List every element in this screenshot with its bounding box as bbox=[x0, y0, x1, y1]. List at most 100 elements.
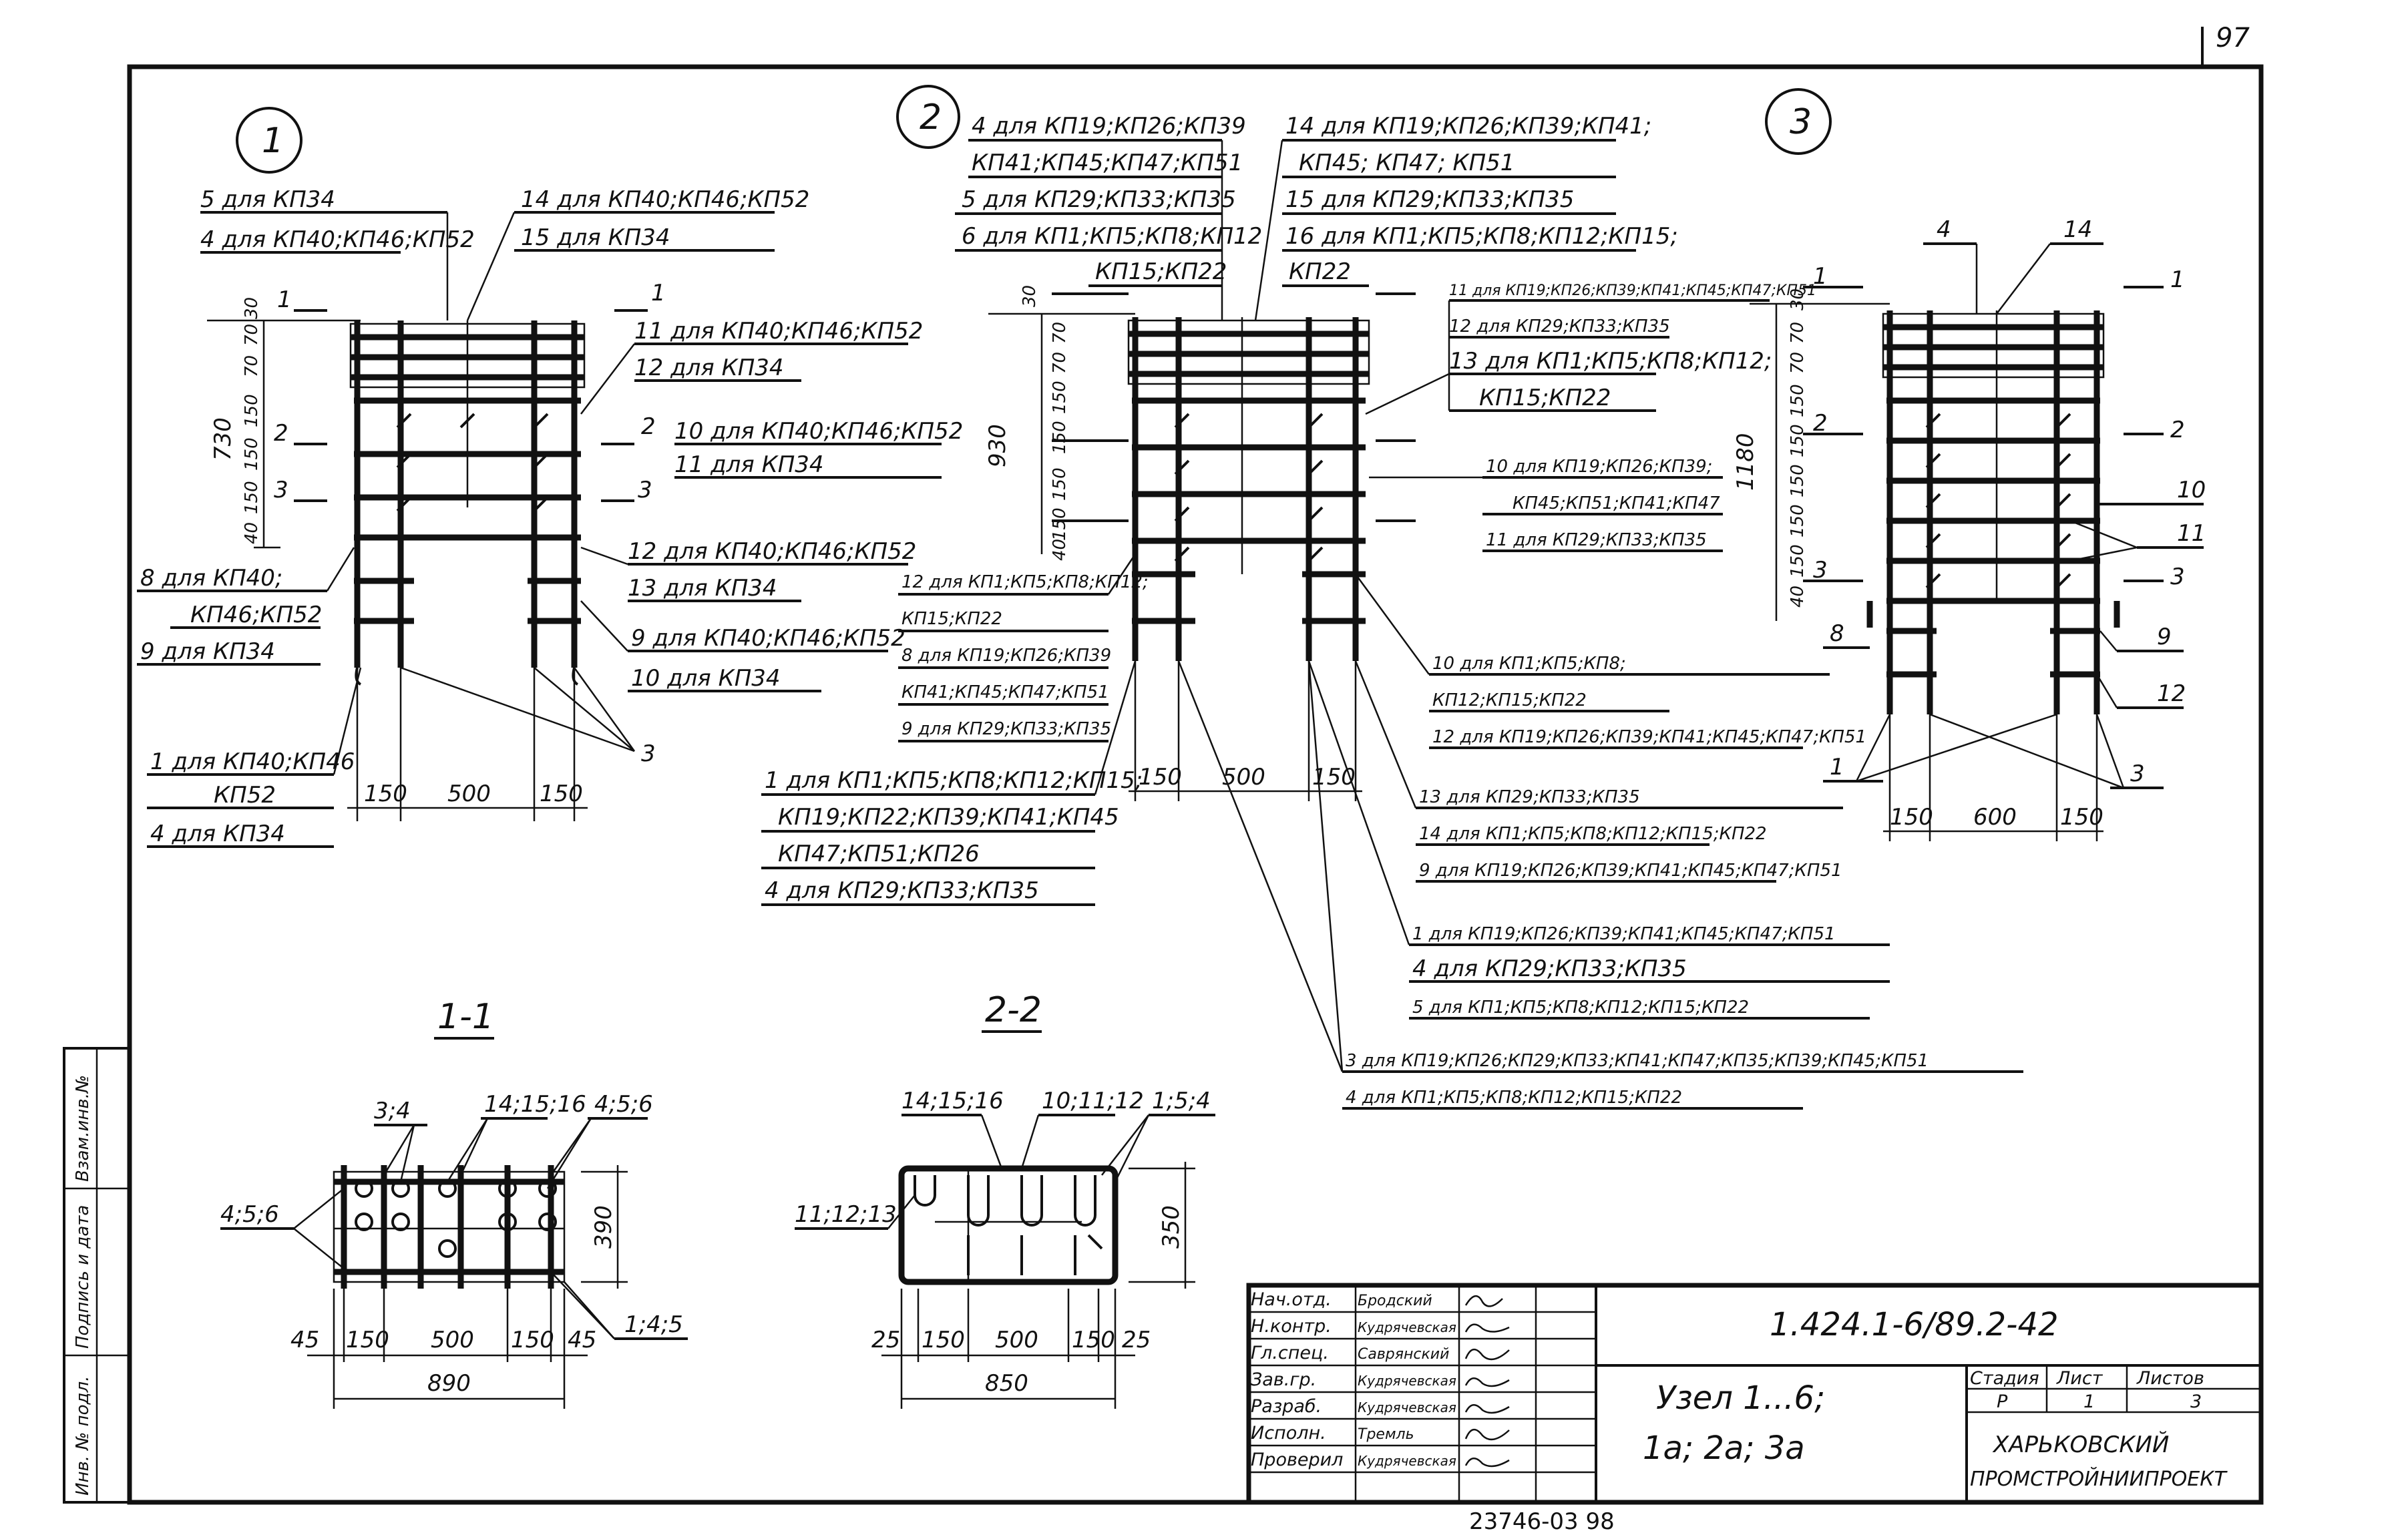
node-1-section-2-right: 2 bbox=[641, 413, 656, 440]
section-2-2-label-14-15-16: 14;15;16 bbox=[901, 1088, 1004, 1114]
node-3-marker: 3 bbox=[1790, 102, 1812, 142]
node-1: 1 bbox=[137, 107, 963, 848]
side-stamp: Инв. № подл. Подпись и дата Взам.инв.№ bbox=[63, 1047, 131, 1504]
node-2-dim-v2: 70 bbox=[1050, 322, 1070, 344]
node-1-callouts: 5 для КП34 4 для КП40;КП46;КП52 14 для К… bbox=[137, 186, 963, 848]
node-2-callouts-right: 14 для КП19;КП26;КП39;КП41; КП45; КП47; … bbox=[1177, 113, 2023, 1110]
tb-role-1: Нач.отд. bbox=[1251, 1289, 1332, 1310]
node-1-callout-8: 11 для КП34 bbox=[674, 451, 824, 478]
node-2-callout-14b: КП45; КП47; КП51 bbox=[1299, 150, 1515, 176]
tb-name-2: Кудрячевская bbox=[1358, 1319, 1456, 1335]
node-2-callout-5-r: 5 для КП1;КП5;КП8;КП12;КП15;КП22 bbox=[1412, 998, 1749, 1018]
section-1-1-dim-45-right: 45 bbox=[568, 1327, 596, 1353]
node-2-callout-5: КП15;КП22 bbox=[1095, 258, 1227, 285]
tb-document-code: 1.424.1-6/89.2-42 bbox=[1770, 1306, 2059, 1343]
node-2-callout-11-r: 11 для КП29;КП33;КП35 bbox=[1486, 530, 1707, 550]
node-2-callout-10a: КП41;КП45;КП47;КП51 bbox=[901, 682, 1109, 702]
node-2-callout-9: 8 для КП19;КП26;КП39 bbox=[901, 646, 1111, 666]
section-1-1: 1-1 3;4 14;15;16 4;5;6 4;5;6 bbox=[220, 997, 688, 1409]
node-2-callout-10b: 9 для КП29;КП33;КП35 bbox=[901, 719, 1111, 739]
tb-col-sheets: Листов bbox=[2136, 1368, 2204, 1389]
node-2-callout-12a: 10 для КП1;КП5;КП8; bbox=[1432, 654, 1626, 674]
node-3-dim-h2: 600 bbox=[1973, 804, 2017, 831]
node-2-callout-12: 12 для КП29;КП33;КП35 bbox=[1449, 316, 1670, 337]
node-1-callout-9: 12 для КП40;КП46;КП52 bbox=[628, 538, 916, 565]
node-3-dim-v4: 150 bbox=[1788, 384, 1808, 417]
node-2-callout-3: 5 для КП29;КП33;КП35 bbox=[962, 186, 1236, 213]
node-2-dim-total: 930 bbox=[984, 424, 1011, 467]
tb-name-5: Кудрячевская bbox=[1358, 1399, 1456, 1415]
node-3-dim-h3: 150 bbox=[2060, 804, 2103, 831]
node-3-callouts: 4 14 10 11 9 12 8 1 3 bbox=[1823, 216, 2206, 789]
node-2-callout-13a: 13 для КП1;КП5;КП8;КП12; bbox=[1449, 348, 1772, 375]
node-2-callout-16a: 16 для КП1;КП5;КП8;КП12;КП15; bbox=[1285, 223, 1678, 250]
node-1-dim-v1: 30 bbox=[242, 297, 262, 319]
title-block: Нач.отд. Н.контр. Гл.спец. Зав.гр. Разра… bbox=[1246, 1283, 2264, 1505]
node-3-callout-9: 9 bbox=[2157, 624, 2172, 650]
tb-name-1: Бродский bbox=[1358, 1293, 1432, 1309]
node-1-dim-h2: 500 bbox=[447, 781, 491, 807]
tb-sheets: 3 bbox=[2190, 1391, 2202, 1412]
section-2-2-dim-total: 850 bbox=[985, 1370, 1028, 1397]
node-1-dim-v6: 150 bbox=[242, 481, 262, 514]
node-2-dim-v7: 150 bbox=[1050, 507, 1070, 541]
side-stamp-sign: Подпись и дата bbox=[73, 1205, 93, 1349]
node-3-dim-v7: 150 bbox=[1788, 504, 1808, 537]
section-2-2-dim-25-right: 25 bbox=[1122, 1327, 1151, 1353]
tb-role-7: Проверил bbox=[1251, 1450, 1343, 1470]
tb-name-7: Кудрячевская bbox=[1358, 1453, 1456, 1469]
node-2-callout-3: 3 для КП19;КП26;КП29;КП33;КП41;КП47;КП35… bbox=[1346, 1051, 1929, 1071]
node-2-callout-15: 15 для КП29;КП33;КП35 bbox=[1285, 186, 1574, 213]
section-1-1-dim-150-left: 150 bbox=[346, 1327, 389, 1353]
tb-name-4: Кудрячевская bbox=[1358, 1373, 1456, 1389]
page-number: 97 bbox=[2216, 23, 2250, 53]
node-2-callout-10-low: 14 для КП1;КП5;КП8;КП12;КП15;КП22 bbox=[1419, 824, 1767, 844]
node-3-vertical-dims: 1180 30 70 70 150 150 150 150 150 40 1 1… bbox=[1732, 263, 2185, 621]
node-2-callout-4-left: 4 для КП29;КП33;КП35 bbox=[765, 877, 1039, 904]
node-1-callout-1: 5 для КП34 bbox=[200, 186, 335, 213]
tb-signature-1 bbox=[1464, 1295, 1503, 1307]
node-1-callout-16: 1 для КП40;КП46 bbox=[150, 748, 355, 775]
node-1-section-1-left: 1 bbox=[277, 286, 292, 313]
node-3-dim-v3: 70 bbox=[1788, 352, 1808, 374]
node-1-callout-19: 3 bbox=[641, 740, 656, 767]
node-1-section-marks: 1 1 2 2 3 3 bbox=[274, 280, 666, 503]
node-3-callout-12: 12 bbox=[2157, 680, 2186, 707]
node-3-horizontal-dims: 150 600 150 bbox=[1883, 714, 2103, 841]
node-2-callouts-left: 4 для КП19;КП26;КП39 КП41;КП45;КП47;КП51… bbox=[761, 113, 1262, 906]
node-2-marker-circle bbox=[896, 85, 960, 149]
node-1-callout-11: 8 для КП40; bbox=[140, 565, 282, 592]
node-2-callout-4: 6 для КП1;КП5;КП8;КП12 bbox=[962, 223, 1262, 250]
tb-org-line2: ПРОМСТРОЙНИИПРОЕКТ bbox=[1970, 1467, 2228, 1491]
node-1-callout-12: КП46;КП52 bbox=[190, 602, 322, 628]
section-1-1-dim-total: 890 bbox=[427, 1370, 471, 1397]
tb-col-sheet: Лист bbox=[2056, 1368, 2103, 1389]
node-3-callout-8: 8 bbox=[1830, 620, 1844, 647]
section-2-2-dim-150-left: 150 bbox=[922, 1327, 965, 1353]
node-1-dim-v5: 150 bbox=[242, 437, 262, 471]
node-2-dim-v6: 150 bbox=[1050, 467, 1070, 501]
section-1-1-label-4-5-6-right: 4;5;6 bbox=[594, 1091, 653, 1118]
section-2-2-dim-500: 500 bbox=[995, 1327, 1038, 1353]
node-3-dim-v6: 150 bbox=[1788, 464, 1808, 497]
node-2-callout-14-r: 12 для КП19;КП26;КП39;КП41;КП45;КП47;КП5… bbox=[1432, 727, 1866, 747]
node-3-dim-v9: 40 bbox=[1788, 586, 1808, 608]
tb-role-6: Исполн. bbox=[1251, 1423, 1326, 1444]
node-1-callout-3: 14 для КП40;КП46;КП52 bbox=[521, 186, 809, 213]
node-3-callout-1: 1 bbox=[1830, 754, 1844, 781]
node-1-vertical-dims: 730 30 70 70 150 150 150 40 bbox=[207, 297, 361, 549]
node-1-dim-total: 730 bbox=[210, 417, 236, 461]
node-2-mesh bbox=[1127, 317, 1370, 661]
tb-role-4: Зав.гр. bbox=[1251, 1369, 1316, 1390]
node-1-mesh bbox=[349, 320, 586, 686]
node-2-dim-h1: 150 bbox=[1139, 764, 1182, 791]
node-3-dim-v5: 150 bbox=[1788, 424, 1808, 457]
node-2-callout-13b: КП15;КП22 bbox=[1479, 385, 1611, 411]
tb-name-3: Саврянский bbox=[1358, 1346, 1449, 1363]
node-1-dim-h1: 150 bbox=[364, 781, 407, 807]
node-3-callout-3: 3 bbox=[2130, 760, 2145, 787]
node-2-dim-v5: 150 bbox=[1050, 421, 1070, 454]
node-1-dim-v2: 70 bbox=[242, 324, 262, 346]
side-stamp-inv: Инв. № подл. bbox=[73, 1376, 93, 1496]
